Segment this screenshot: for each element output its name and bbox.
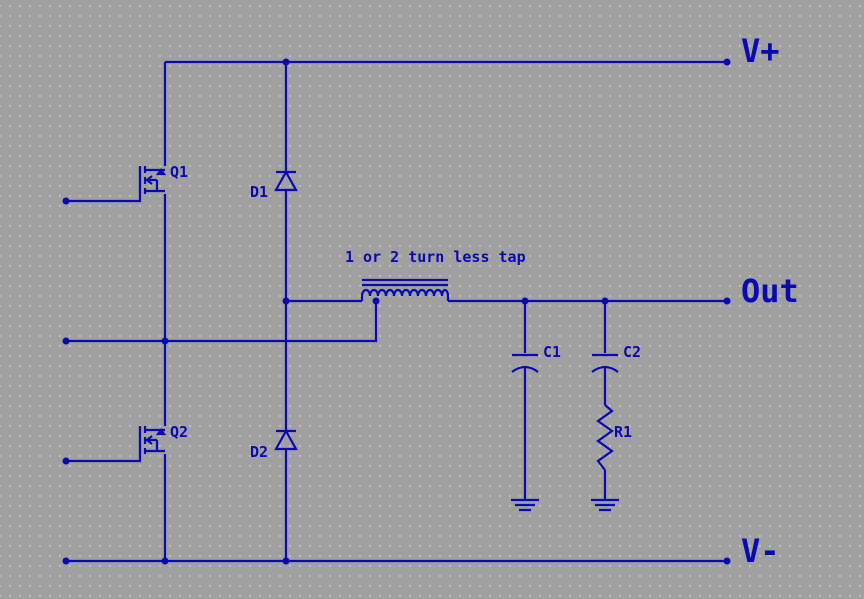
- junction-dot: [282, 58, 290, 66]
- junction-dot: [62, 457, 70, 465]
- label-d2: D2: [250, 443, 268, 461]
- label-r1: R1: [614, 423, 632, 441]
- ground-icon: [591, 498, 619, 512]
- diode-d2-symbol: [274, 428, 298, 451]
- label-q1: Q1: [170, 163, 188, 181]
- junction-dot: [282, 297, 290, 305]
- wire-q1-gate: [66, 167, 142, 203]
- tapped-inductor-symbol: [360, 278, 450, 301]
- ground-icon: [511, 498, 539, 512]
- junction-dot: [62, 197, 70, 205]
- junction-dot: [723, 58, 731, 66]
- rail-label-vplus: V+: [741, 32, 780, 70]
- label-c1: C1: [543, 343, 561, 361]
- rail-label-out: Out: [741, 272, 799, 310]
- junction-dot: [601, 297, 609, 305]
- wire-switch-node: [66, 301, 378, 343]
- resistor-r1-symbol: [596, 404, 614, 471]
- mosfet-q1-symbol: [138, 166, 167, 194]
- junction-dot: [62, 557, 70, 565]
- wires: [66, 60, 727, 563]
- mosfet-q2-symbol: [138, 426, 167, 454]
- junction-dot: [521, 297, 529, 305]
- junction-dot: [282, 557, 290, 565]
- label-c2: C2: [623, 343, 641, 361]
- inductor-tap-note: 1 or 2 turn less tap: [345, 248, 526, 266]
- capacitor-c1-symbol: [511, 353, 539, 373]
- diode-d1-symbol: [274, 169, 298, 192]
- junction-dot: [723, 557, 731, 565]
- junction-dot: [62, 337, 70, 345]
- label-q2: Q2: [170, 423, 188, 441]
- junction-dot: [161, 337, 169, 345]
- rail-label-vminus: V-: [741, 532, 780, 570]
- capacitor-c2-symbol: [591, 353, 619, 373]
- wire-q2-gate: [66, 427, 142, 463]
- junction-dot: [161, 557, 169, 565]
- junction-dot: [723, 297, 731, 305]
- label-d1: D1: [250, 183, 268, 201]
- junction-dots: [62, 58, 731, 565]
- junction-dot: [372, 297, 380, 305]
